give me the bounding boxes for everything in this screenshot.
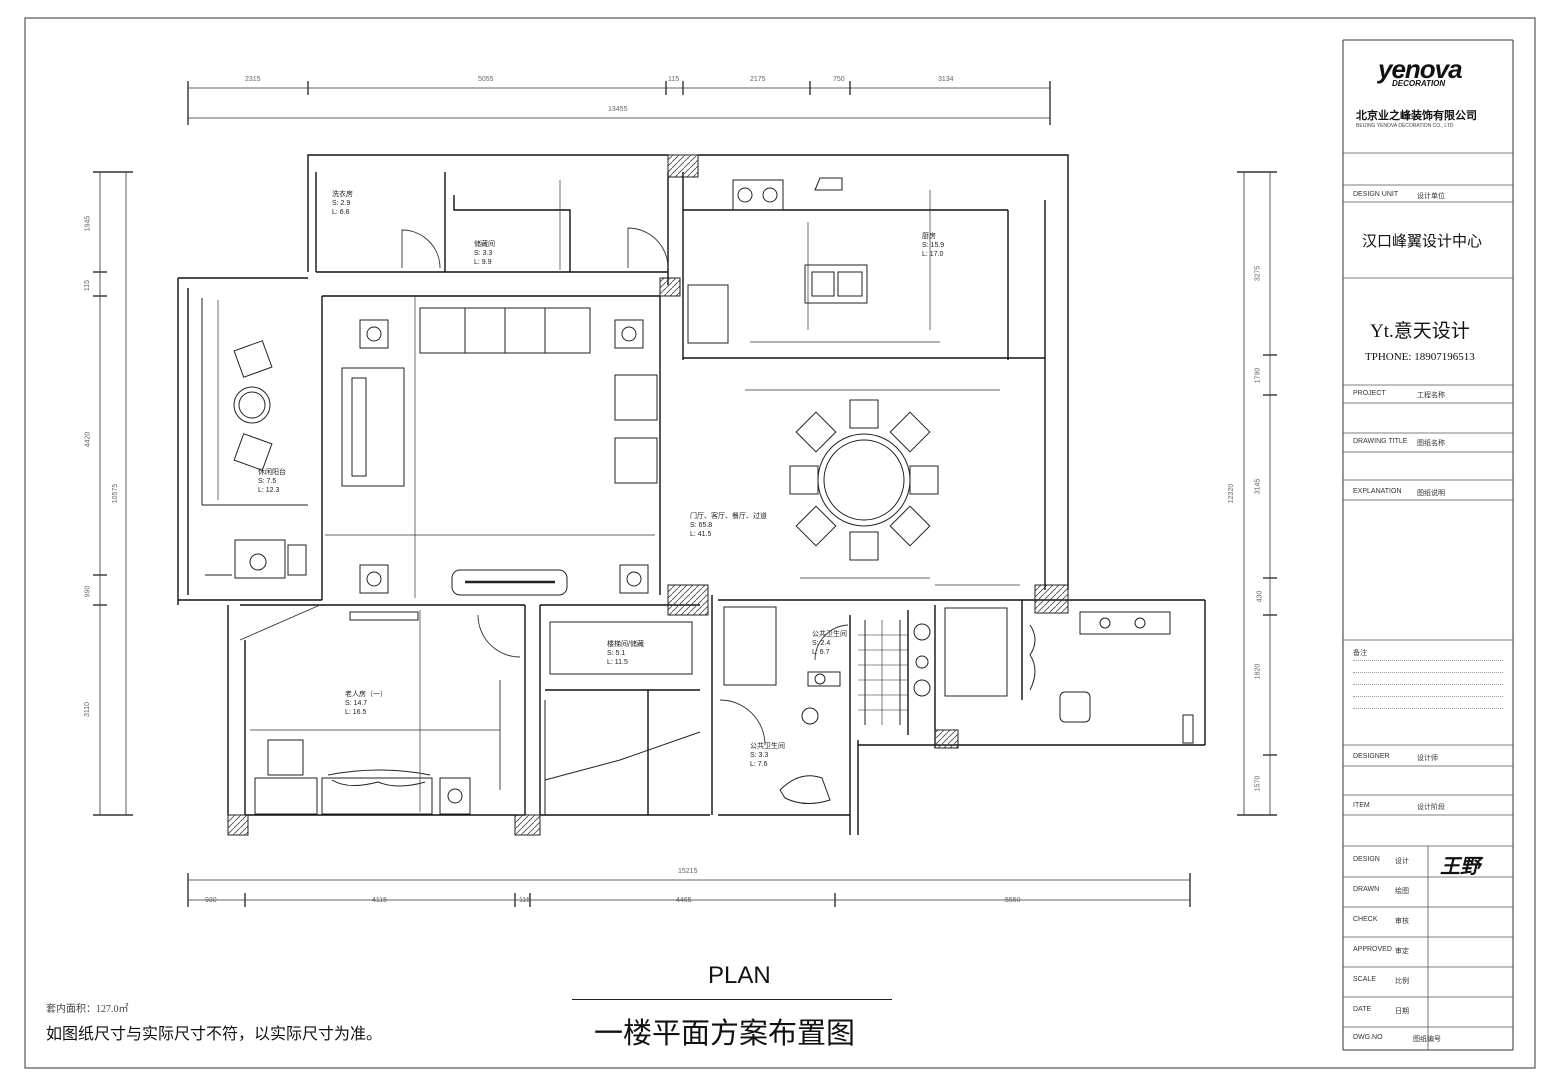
bedroom-furniture [254,611,471,815]
dim-top-5: 750 [833,76,845,83]
dimension-lines [93,81,1277,907]
walls [177,154,1206,835]
dim-top-total: 13455 [608,106,628,113]
dim-top-4: 2175 [750,76,766,83]
designer-signature: 王野 [1440,856,1480,878]
company-logo: yenova [1378,54,1463,84]
dim-top-6: 3134 [938,76,954,83]
plan-heading-en: PLAN [708,962,771,989]
dim-top-2: 5055 [478,76,494,83]
notes-title: 备注 [1353,650,1367,657]
dim-bottom-1: 930 [205,897,217,904]
dim-bottom-2: 4115 [372,897,388,904]
heading-divider [572,999,892,1000]
dim-left-2: 115 [84,279,92,292]
dim-bottom-4: 4465 [676,897,692,904]
company-name-cn: 北京业之峰装饰有限公司 [1356,110,1477,122]
dim-right-total: 12320 [1228,483,1236,504]
dim-left-3: 4420 [84,431,92,448]
door-swings [239,227,849,790]
dim-right-5: 1820 [1254,663,1262,680]
living-furniture [341,307,658,596]
dim-right-1: 3275 [1254,265,1262,282]
dim-bottom-3: 115 [519,897,531,904]
dim-left-total: 10575 [112,483,120,504]
company-logo-sub: DECORATION [1392,79,1446,88]
area-note: 套内面积：127.0㎡ [46,1004,129,1015]
structural-columns [227,154,1069,836]
interior-dims [217,180,1020,812]
dim-left-5: 3110 [84,701,92,718]
dim-bottom-5: 5550 [1005,897,1021,904]
dim-right-3: 3145 [1254,478,1262,495]
bathroom-fixtures [723,606,1194,804]
plan-heading-cn: 一楼平面方案布置图 [594,1018,856,1050]
notes-lines [1353,660,1503,720]
dining-set [789,399,939,561]
design-center-name: 汉口峰翼设计中心 [1362,234,1483,250]
studio-phone: TPHONE: 18907196513 [1365,351,1475,363]
dim-right-2: 1790 [1254,367,1262,384]
sheet-border [24,17,1536,1069]
dim-left-1: 1945 [84,215,92,232]
dim-top-3: 115 [668,76,680,83]
dim-top-1: 2315 [245,76,261,83]
company-name-en: BEIJING YENOVA DECORATION CO., LTD [1356,123,1454,129]
dim-right-4: 430 [1256,590,1264,603]
dim-bottom-total: 15215 [678,868,698,875]
studio-name: Yt.意天设计 [1370,321,1470,342]
dim-left-4: 990 [84,585,92,598]
size-disclaimer: 如图纸尺寸与实际尺寸不符，以实际尺寸为准。 [46,1026,383,1043]
dim-right-6: 1570 [1254,775,1262,792]
balcony-furniture [201,298,308,579]
stair-storage [544,620,908,815]
kitchen-fixtures [687,177,868,344]
